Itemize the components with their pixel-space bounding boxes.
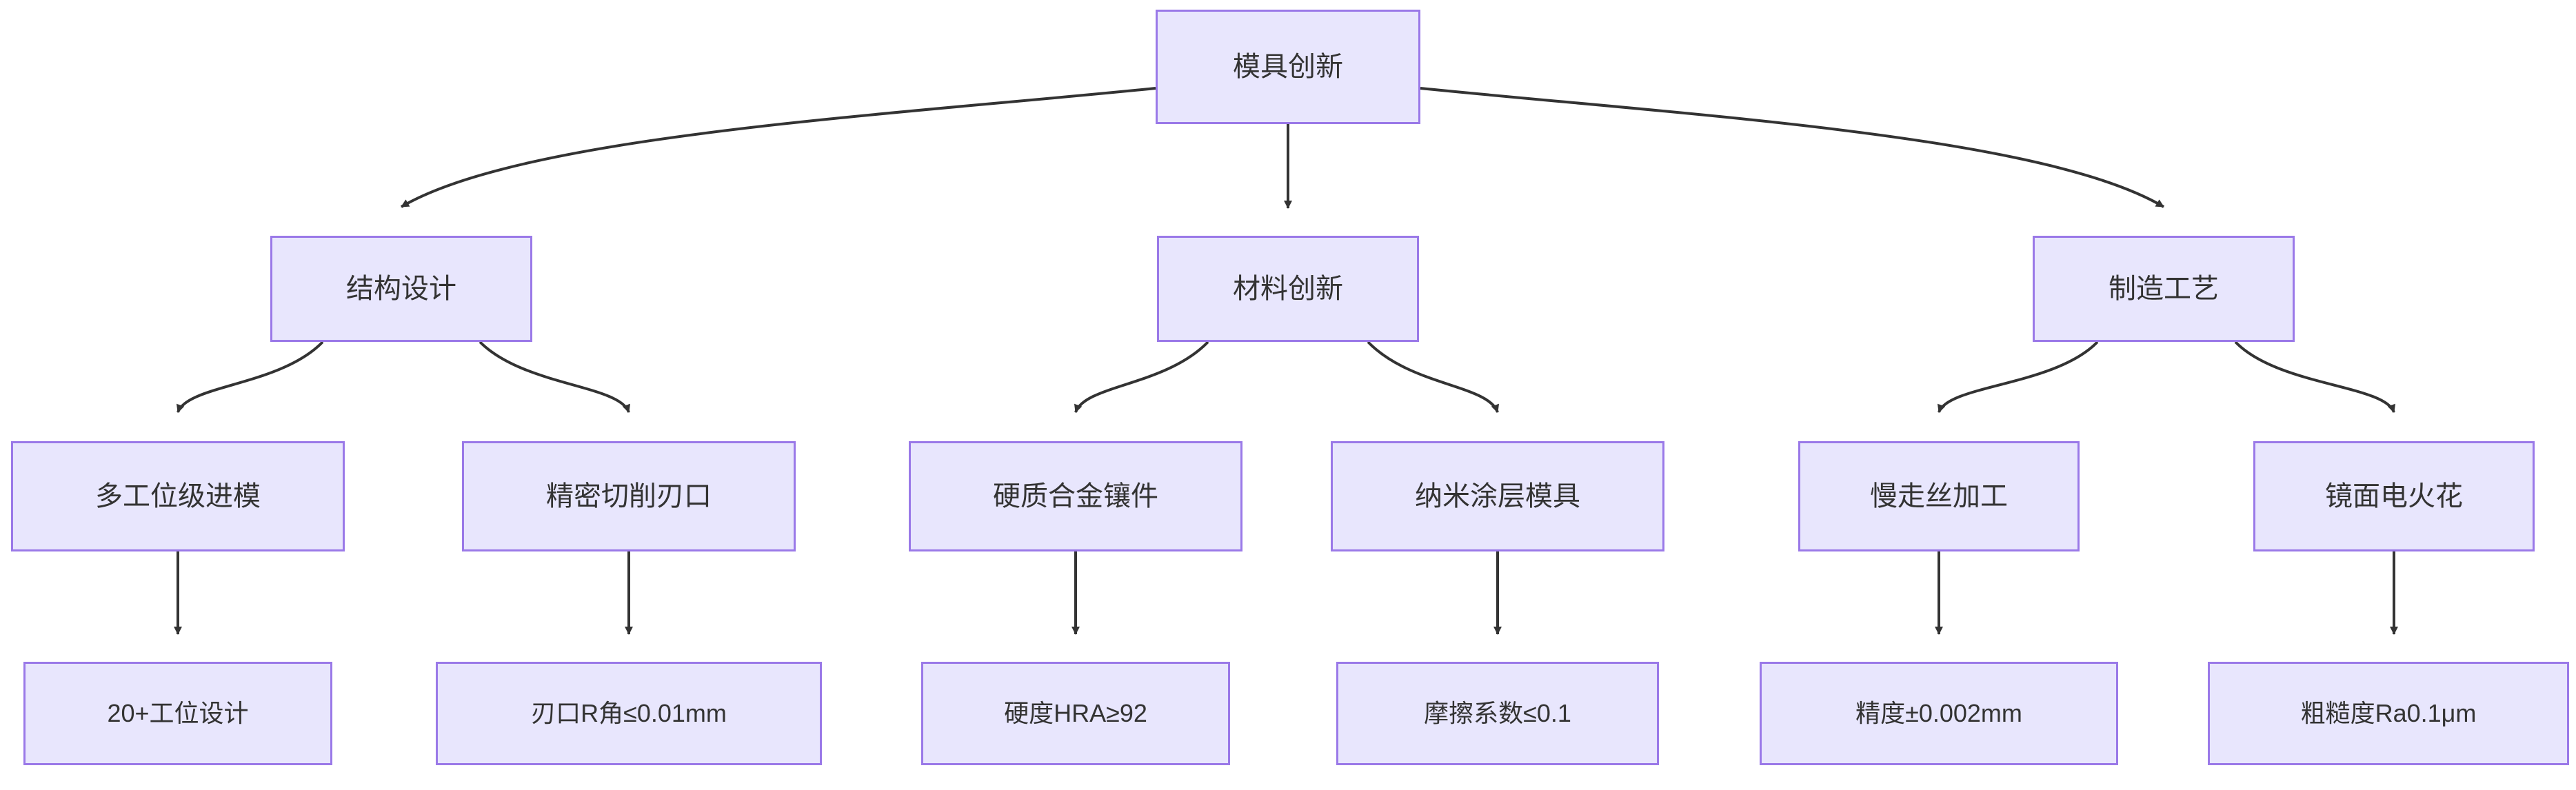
edge-material-to-nano-coating <box>1367 341 1499 413</box>
node-material-innovation[interactable]: 材料创新 <box>1157 236 1419 342</box>
edge-structure-to-progressive-die <box>177 341 324 413</box>
node-nano-coated-mold[interactable]: 纳米涂层模具 <box>1331 441 1664 551</box>
edge-root-to-structure <box>400 87 1156 208</box>
node-spec-edge-radius[interactable]: 刃口R角≤0.01mm <box>436 662 822 765</box>
edge-process-to-mirror-edm <box>2234 341 2395 413</box>
node-spec-station-count[interactable]: 20+工位设计 <box>23 662 332 765</box>
node-mirror-edm[interactable]: 镜面电火花 <box>2253 441 2535 551</box>
node-slow-wire-edm[interactable]: 慢走丝加工 <box>1798 441 2080 551</box>
edge-structure-to-precision-edge <box>479 341 630 413</box>
node-multi-station-progressive-die[interactable]: 多工位级进模 <box>11 441 345 551</box>
node-precision-cutting-edge[interactable]: 精密切削刃口 <box>462 441 796 551</box>
node-root-mold-innovation[interactable]: 模具创新 <box>1156 10 1420 124</box>
node-structural-design[interactable]: 结构设计 <box>270 236 532 342</box>
edge-root-to-process <box>1420 87 2165 208</box>
edge-process-to-wire-edm <box>1938 341 2099 413</box>
node-spec-hardness[interactable]: 硬度HRA≥92 <box>921 662 1230 765</box>
node-spec-roughness[interactable]: 粗糙度Ra0.1μm <box>2208 662 2569 765</box>
edge-material-to-carbide-insert <box>1074 341 1209 413</box>
node-manufacturing-process[interactable]: 制造工艺 <box>2033 236 2295 342</box>
node-spec-friction-coefficient[interactable]: 摩擦系数≤0.1 <box>1336 662 1659 765</box>
node-carbide-insert[interactable]: 硬质合金镶件 <box>909 441 1242 551</box>
node-spec-accuracy[interactable]: 精度±0.002mm <box>1760 662 2118 765</box>
